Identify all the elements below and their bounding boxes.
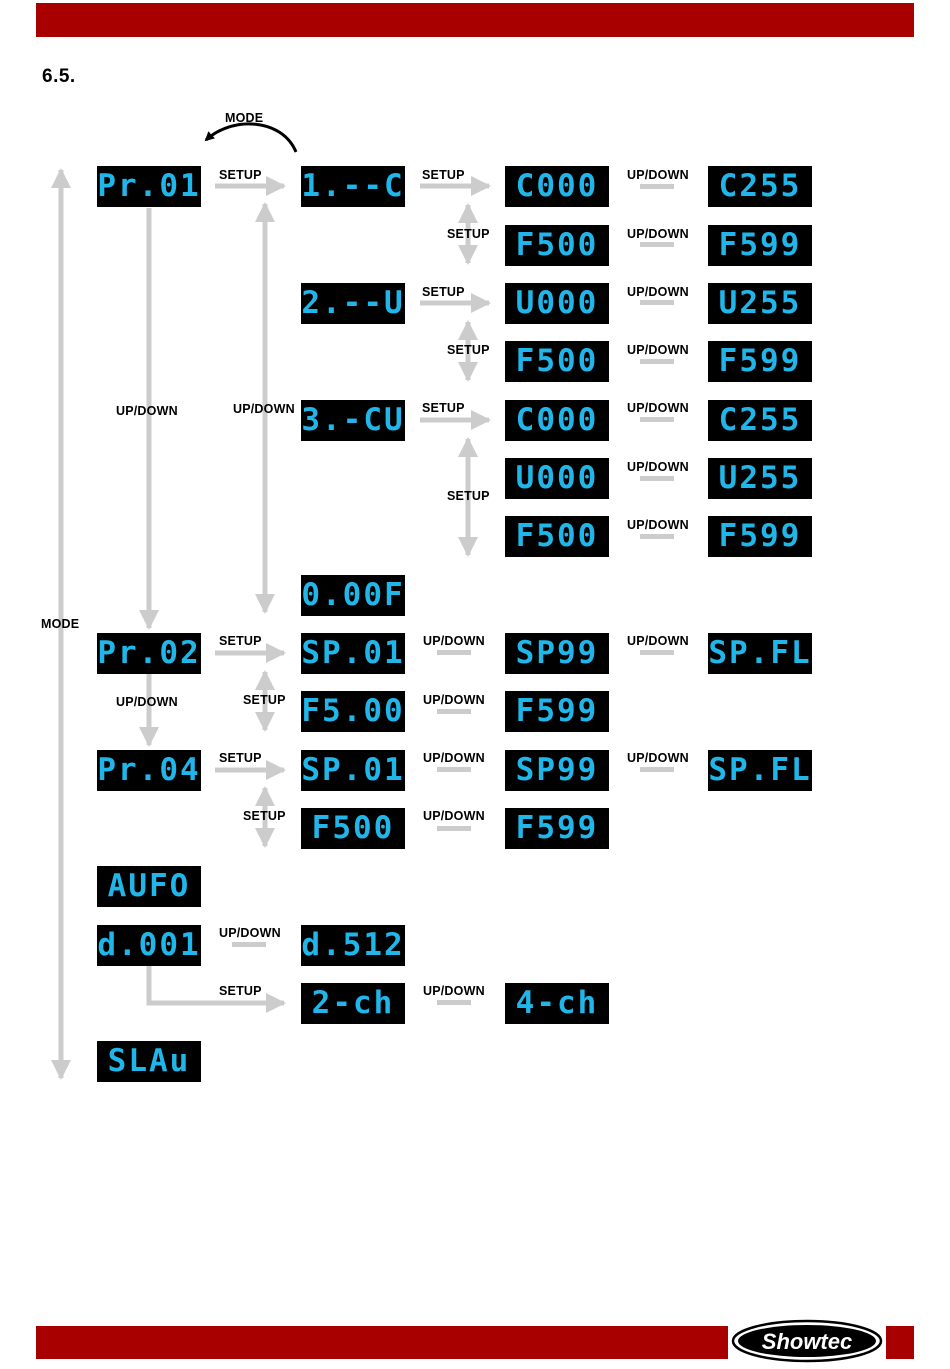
setup-label: SETUP <box>219 751 262 765</box>
updown-label: UP/DOWN <box>627 343 689 357</box>
display-mode-1: 1.--C <box>301 166 405 207</box>
setup-label: SETUP <box>243 809 286 823</box>
updown-bar <box>640 534 674 539</box>
mode-label-top: MODE <box>225 111 264 125</box>
updown-bar <box>437 826 471 831</box>
display-flash-min: F5.00 <box>301 691 405 732</box>
updown-bar <box>437 767 471 772</box>
setup-label: SETUP <box>422 285 465 299</box>
updown-label: UP/DOWN <box>116 404 178 418</box>
display-channel-4: 4-ch <box>505 983 609 1024</box>
display-mode-3: 3.-CU <box>301 400 405 441</box>
updown-label: UP/DOWN <box>233 402 295 416</box>
display-uv-min: U000 <box>505 458 609 499</box>
updown-bar <box>640 184 674 189</box>
logo-text: Showtec <box>762 1329 852 1354</box>
display-speed-full: SP.FL <box>708 633 812 674</box>
updown-label: UP/DOWN <box>423 693 485 707</box>
display-program-1: Pr.01 <box>97 166 201 207</box>
display-speed-max: SP99 <box>505 633 609 674</box>
setup-label: SETUP <box>422 168 465 182</box>
display-flash-max: F599 <box>505 691 609 732</box>
display-mode-2: 2.--U <box>301 283 405 324</box>
updown-label: UP/DOWN <box>627 401 689 415</box>
setup-label: SETUP <box>447 489 490 503</box>
display-dmx-address-min: d.001 <box>97 925 201 966</box>
display-flash-max: F599 <box>505 808 609 849</box>
setup-arrow-d001 <box>146 966 286 1013</box>
updown-label: UP/DOWN <box>627 751 689 765</box>
updown-label: UP/DOWN <box>219 926 281 940</box>
setup-label: SETUP <box>422 401 465 415</box>
updown-bar <box>437 1000 471 1005</box>
updown-label: UP/DOWN <box>423 809 485 823</box>
mode-label-left: MODE <box>41 617 80 631</box>
updown-bar <box>640 300 674 305</box>
display-color-max: C255 <box>708 400 812 441</box>
display-flash-min: F500 <box>505 225 609 266</box>
display-program-2: Pr.02 <box>97 633 201 674</box>
updown-bar <box>640 767 674 772</box>
updown-bar <box>232 942 266 947</box>
setup-label: SETUP <box>447 343 490 357</box>
display-flash-max: F599 <box>708 225 812 266</box>
updown-bar <box>640 359 674 364</box>
updown-bar <box>437 650 471 655</box>
setup-label: SETUP <box>219 984 262 998</box>
footer-bar-end <box>886 1326 914 1359</box>
updown-label: UP/DOWN <box>116 695 178 709</box>
display-manual-off: 0.00F <box>301 575 405 616</box>
display-flash-min: F500 <box>301 808 405 849</box>
updown-bar <box>437 709 471 714</box>
display-speed-min: SP.01 <box>301 633 405 674</box>
display-channel-2: 2-ch <box>301 983 405 1024</box>
display-speed-min: SP.01 <box>301 750 405 791</box>
display-auto: AUFO <box>97 866 201 907</box>
updown-label: UP/DOWN <box>627 634 689 648</box>
updown-label: UP/DOWN <box>423 751 485 765</box>
updown-label: UP/DOWN <box>627 460 689 474</box>
updown-label: UP/DOWN <box>627 168 689 182</box>
display-flash-max: F599 <box>708 341 812 382</box>
updown-bar <box>640 242 674 247</box>
display-speed-full: SP.FL <box>708 750 812 791</box>
display-program-4: Pr.04 <box>97 750 201 791</box>
showtec-logo: Showtec <box>731 1319 883 1363</box>
display-dmx-address-max: d.512 <box>301 925 405 966</box>
updown-bar <box>640 417 674 422</box>
updown-bar <box>640 650 674 655</box>
setup-label: SETUP <box>219 168 262 182</box>
display-speed-max: SP99 <box>505 750 609 791</box>
footer-bar <box>36 1326 728 1359</box>
display-color-min: C000 <box>505 400 609 441</box>
display-flash-max: F599 <box>708 516 812 557</box>
setup-label: SETUP <box>243 693 286 707</box>
updown-bar <box>640 476 674 481</box>
updown-label: UP/DOWN <box>423 984 485 998</box>
display-flash-min: F500 <box>505 516 609 557</box>
display-flash-min: F500 <box>505 341 609 382</box>
setup-label: SETUP <box>447 227 490 241</box>
updown-label: UP/DOWN <box>627 227 689 241</box>
display-uv-max: U255 <box>708 283 812 324</box>
display-color-min: C000 <box>505 166 609 207</box>
updown-label: UP/DOWN <box>423 634 485 648</box>
mode-curved-arrow <box>204 122 298 153</box>
header-bar <box>36 3 914 37</box>
display-slave: SLAu <box>97 1041 201 1082</box>
display-color-max: C255 <box>708 166 812 207</box>
updown-label: UP/DOWN <box>627 285 689 299</box>
updown-label: UP/DOWN <box>627 518 689 532</box>
section-number: 6.5. <box>42 66 76 87</box>
display-uv-min: U000 <box>505 283 609 324</box>
display-uv-max: U255 <box>708 458 812 499</box>
setup-label: SETUP <box>219 634 262 648</box>
